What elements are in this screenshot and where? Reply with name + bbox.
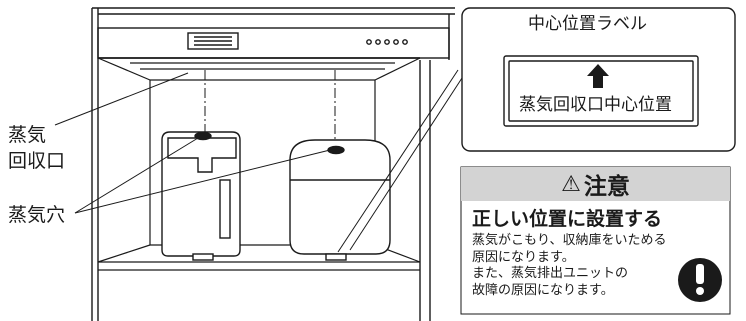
caution-heading: 正しい位置に設置する bbox=[472, 208, 663, 230]
label-plate-text: 蒸気回収口中心位置 bbox=[519, 95, 672, 115]
caution-line: 蒸気がこもり、収納庫をいためる bbox=[472, 233, 667, 248]
center-label-title: 中心位置ラベル bbox=[528, 14, 647, 34]
exclamation-circle-icon bbox=[678, 258, 722, 302]
warning-triangle-icon: ⚠ bbox=[561, 171, 581, 197]
caution-line: 故障の原因になります。 bbox=[472, 282, 614, 298]
up-arrow-icon bbox=[587, 64, 609, 88]
steam-hole-label: 蒸気穴 bbox=[8, 204, 66, 226]
caution-header: ⚠ 注意 bbox=[461, 167, 730, 201]
caution-line: また、蒸気排出ユニットの bbox=[472, 266, 629, 281]
caution-header-text: 注意 bbox=[583, 174, 630, 200]
steam-recovery-label: 蒸気 回収口 bbox=[8, 124, 66, 172]
leader-lines bbox=[54, 69, 463, 253]
rice-cooker bbox=[289, 139, 391, 261]
cabinet-interior bbox=[97, 57, 421, 271]
hood-unit bbox=[97, 27, 450, 59]
caution-body: 蒸気がこもり、収納庫をいためる 原因になります。 また、蒸気排出ユニットの 故障… bbox=[472, 233, 666, 299]
cabinet-frame bbox=[91, 7, 455, 321]
caution-line: 原因になります。 bbox=[472, 249, 575, 265]
thermos-pot bbox=[161, 131, 241, 261]
